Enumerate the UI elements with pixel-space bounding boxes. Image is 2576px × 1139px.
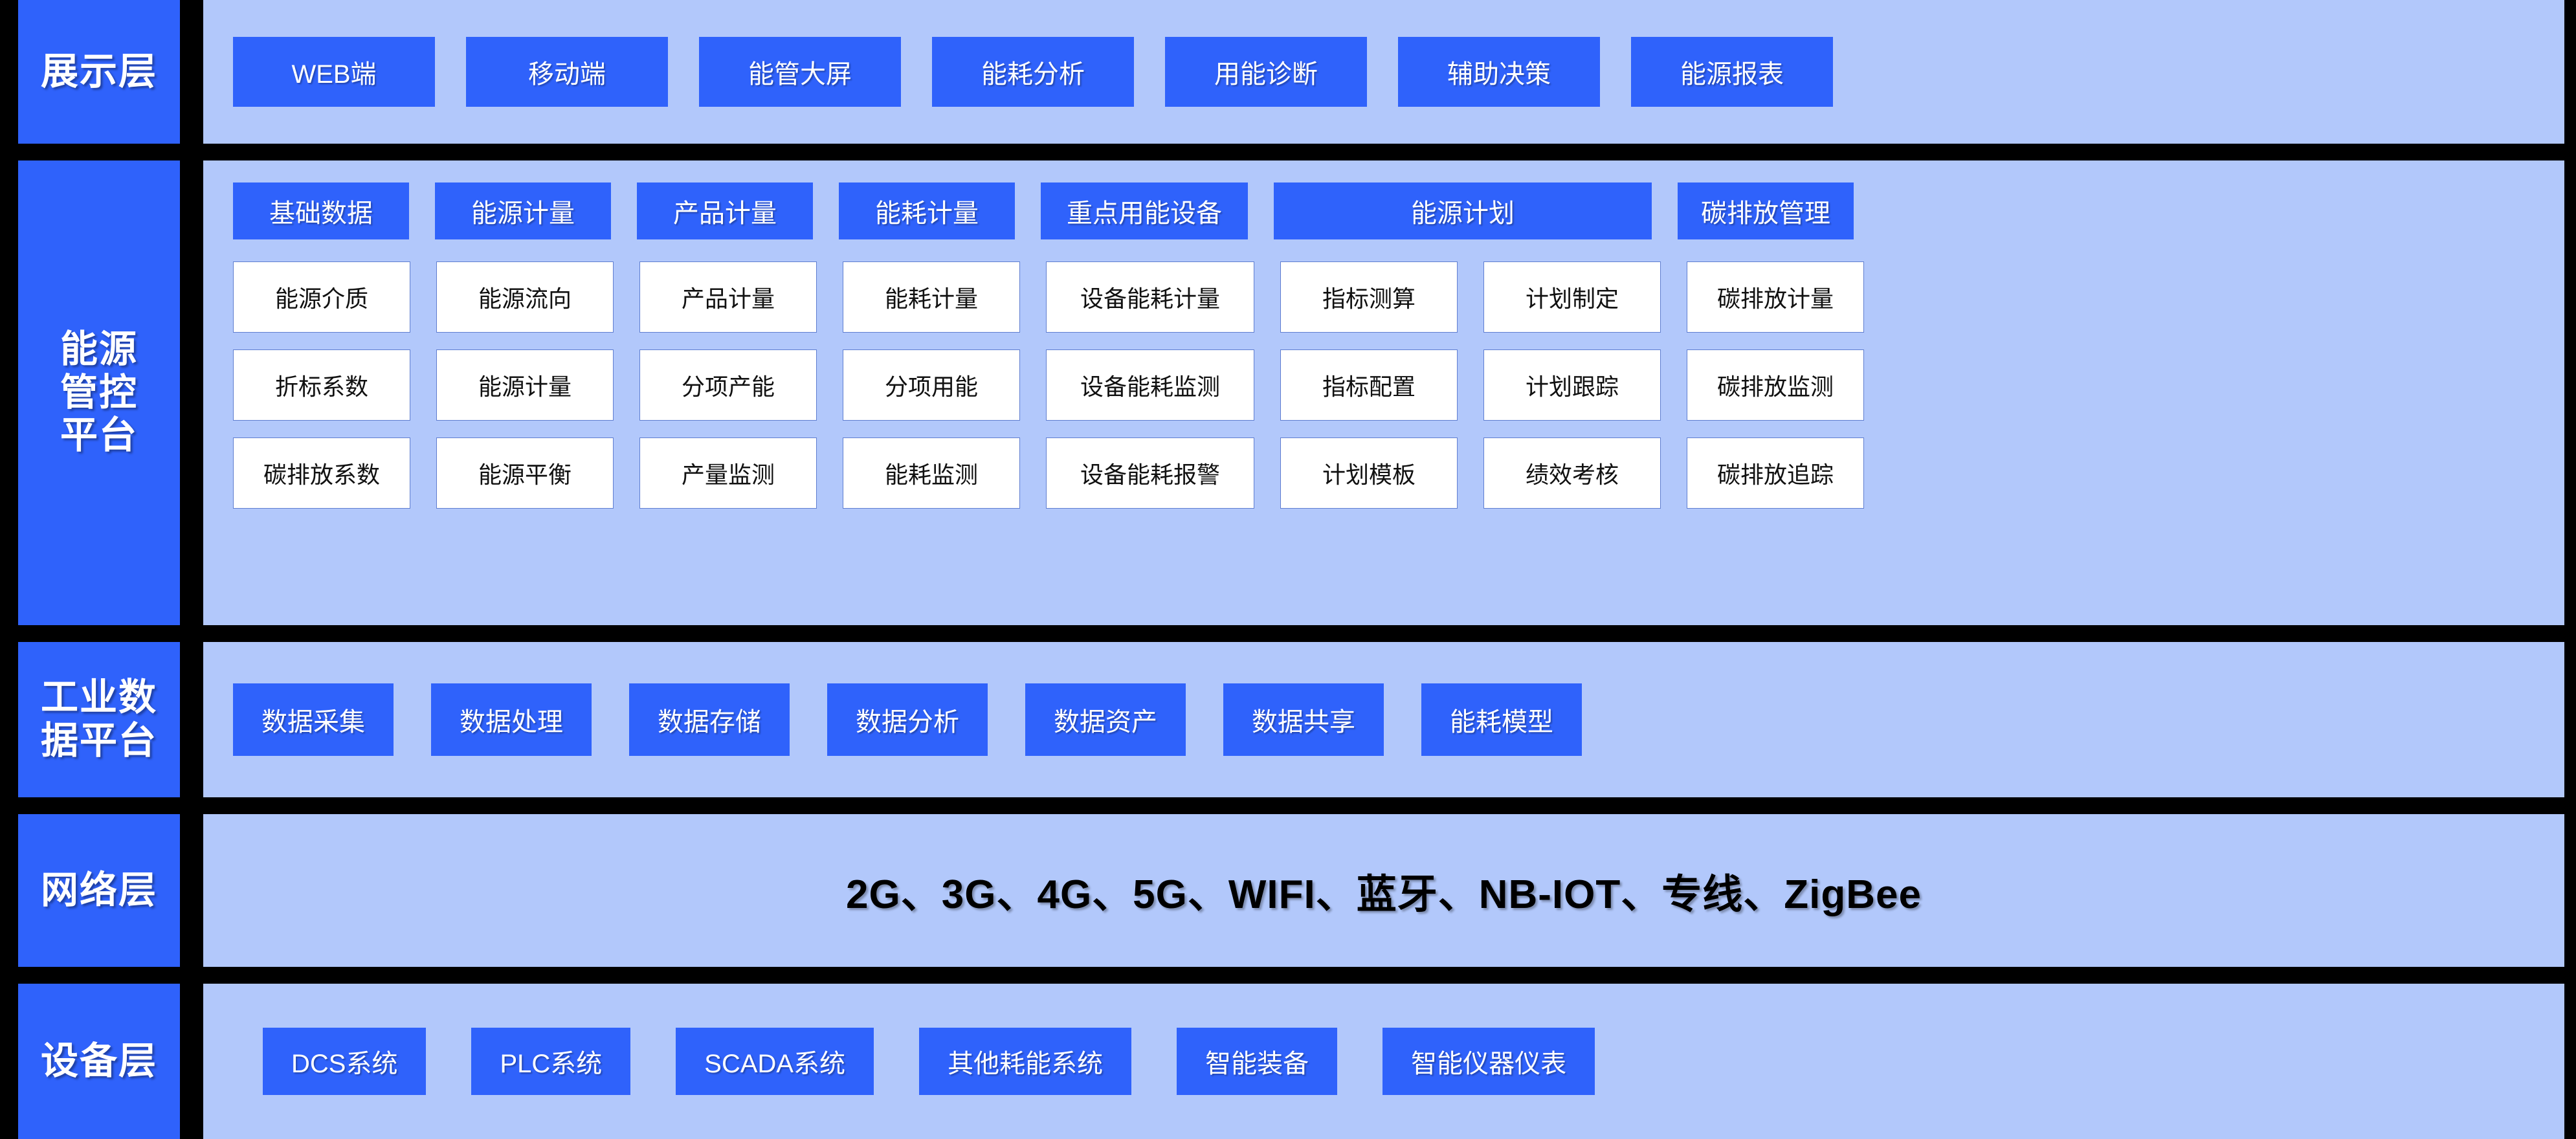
layer-network: 网络层 2G、3G、4G、5G、WIFI、蓝牙、NB-IOT、专线、ZigBee [0,814,2576,967]
energy-cell-r1c7[interactable]: 计划制定 [1483,261,1661,333]
energy-cell-r2c4[interactable]: 分项用能 [843,349,1020,421]
energy-cell-r3c6[interactable]: 计划模板 [1280,437,1458,509]
industrial-item-data-processing[interactable]: 数据处理 [431,683,592,756]
energy-cell-r3c8[interactable]: 碳排放追踪 [1687,437,1864,509]
energy-header-consumption-metering[interactable]: 能耗计量 [839,182,1015,239]
layer-label-energy-line1: 能源 [60,327,138,370]
energy-cell-r3c2[interactable]: 能源平衡 [436,437,614,509]
energy-header-energy-plan[interactable]: 能源计划 [1274,182,1652,239]
layer-body-presentation: WEB端 移动端 能管大屏 能耗分析 用能诊断 辅助决策 能源报表 [203,0,2564,144]
industrial-item-data-storage[interactable]: 数据存储 [629,683,790,756]
energy-header-product-metering[interactable]: 产品计量 [637,182,813,239]
presentation-item-mobile[interactable]: 移动端 [466,37,668,107]
energy-header-energy-metering[interactable]: 能源计量 [435,182,611,239]
energy-cell-row-3: 碳排放系数 能源平衡 产量监测 能耗监测 设备能耗报警 计划模板 绩效考核 碳排… [233,437,2545,509]
energy-cell-r1c4[interactable]: 能耗计量 [843,261,1020,333]
industrial-item-energy-model[interactable]: 能耗模型 [1421,683,1582,756]
device-item-smart-equipment[interactable]: 智能装备 [1177,1028,1338,1095]
layer-label-device: 设备层 [18,984,180,1139]
energy-cell-r2c6[interactable]: 指标配置 [1280,349,1458,421]
divider-1 [0,144,2576,160]
device-item-scada[interactable]: SCADA系统 [676,1028,874,1095]
energy-cell-r3c3[interactable]: 产量监测 [639,437,817,509]
energy-cell-r1c8[interactable]: 碳排放计量 [1687,261,1864,333]
divider-2 [0,625,2576,642]
presentation-item-consumption-analysis[interactable]: 能耗分析 [932,37,1134,107]
energy-cell-r2c7[interactable]: 计划跟踪 [1483,349,1661,421]
layer-industrial-data-platform: 工业数 据平台 数据采集 数据处理 数据存储 数据分析 数据资产 数据共享 能耗… [0,642,2576,797]
energy-cell-r3c5[interactable]: 设备能耗报警 [1046,437,1254,509]
layer-body-industrial: 数据采集 数据处理 数据存储 数据分析 数据资产 数据共享 能耗模型 [203,642,2564,797]
layer-label-energy-line2: 管控 [60,371,138,414]
energy-cell-r2c3[interactable]: 分项产能 [639,349,817,421]
layer-body-energy-platform: 基础数据 能源计量 产品计量 能耗计量 重点用能设备 能源计划 碳排放管理 能源… [203,160,2564,625]
layer-label-energy-line3: 平台 [60,414,138,457]
device-item-dcs[interactable]: DCS系统 [263,1028,427,1095]
energy-cell-r1c1[interactable]: 能源介质 [233,261,410,333]
layer-label-energy-platform: 能源 管控 平台 [18,160,180,625]
layer-energy-platform: 能源 管控 平台 基础数据 能源计量 产品计量 能耗计量 重点用能设备 能源计划… [0,160,2576,625]
layer-label-presentation: 展示层 [18,0,180,144]
energy-cell-r2c1[interactable]: 折标系数 [233,349,410,421]
layer-label-industrial-line2: 据平台 [40,720,157,762]
energy-cell-row-1: 能源介质 能源流向 产品计量 能耗计量 设备能耗计量 指标测算 计划制定 碳排放… [233,261,2545,333]
industrial-item-data-sharing[interactable]: 数据共享 [1223,683,1384,756]
energy-cell-r2c2[interactable]: 能源计量 [436,349,614,421]
energy-cell-r1c6[interactable]: 指标测算 [1280,261,1458,333]
energy-cell-r1c2[interactable]: 能源流向 [436,261,614,333]
layer-label-network: 网络层 [18,814,180,967]
energy-cell-r3c4[interactable]: 能耗监测 [843,437,1020,509]
energy-header-key-equipment[interactable]: 重点用能设备 [1041,182,1248,239]
layer-label-industrial: 工业数 据平台 [18,642,180,797]
energy-cell-r2c8[interactable]: 碳排放监测 [1687,349,1864,421]
energy-header-carbon-management[interactable]: 碳排放管理 [1678,182,1854,239]
energy-cell-r1c5[interactable]: 设备能耗计量 [1046,261,1254,333]
energy-header-row: 基础数据 能源计量 产品计量 能耗计量 重点用能设备 能源计划 碳排放管理 [233,182,2545,239]
layer-body-device: DCS系统 PLC系统 SCADA系统 其他耗能系统 智能装备 智能仪器仪表 [203,984,2564,1139]
industrial-item-data-analysis[interactable]: 数据分析 [827,683,988,756]
presentation-item-dashboard[interactable]: 能管大屏 [699,37,901,107]
layer-device: 设备层 DCS系统 PLC系统 SCADA系统 其他耗能系统 智能装备 智能仪器… [0,984,2576,1139]
divider-3 [0,797,2576,814]
network-protocols-text: 2G、3G、4G、5G、WIFI、蓝牙、NB-IOT、专线、ZigBee [846,872,1922,917]
presentation-item-energy-diagnosis[interactable]: 用能诊断 [1165,37,1367,107]
layer-body-network: 2G、3G、4G、5G、WIFI、蓝牙、NB-IOT、专线、ZigBee [203,814,2564,967]
device-item-plc[interactable]: PLC系统 [471,1028,631,1095]
energy-cell-row-2: 折标系数 能源计量 分项产能 分项用能 设备能耗监测 指标配置 计划跟踪 碳排放… [233,349,2545,421]
layer-presentation: 展示层 WEB端 移动端 能管大屏 能耗分析 用能诊断 辅助决策 能源报表 [0,0,2576,144]
energy-cell-r3c1[interactable]: 碳排放系数 [233,437,410,509]
presentation-item-energy-report[interactable]: 能源报表 [1631,37,1833,107]
energy-cell-r1c3[interactable]: 产品计量 [639,261,817,333]
industrial-item-data-assets[interactable]: 数据资产 [1025,683,1186,756]
industrial-item-data-collection[interactable]: 数据采集 [233,683,394,756]
presentation-item-web[interactable]: WEB端 [233,37,435,107]
layer-label-industrial-line1: 工业数 [40,676,157,719]
divider-4 [0,967,2576,984]
energy-cell-r3c7[interactable]: 绩效考核 [1483,437,1661,509]
device-item-smart-instruments[interactable]: 智能仪器仪表 [1382,1028,1595,1095]
presentation-item-decision-support[interactable]: 辅助决策 [1398,37,1600,107]
energy-cell-r2c5[interactable]: 设备能耗监测 [1046,349,1254,421]
device-item-other-energy-systems[interactable]: 其他耗能系统 [919,1028,1132,1095]
energy-header-basic-data[interactable]: 基础数据 [233,182,409,239]
